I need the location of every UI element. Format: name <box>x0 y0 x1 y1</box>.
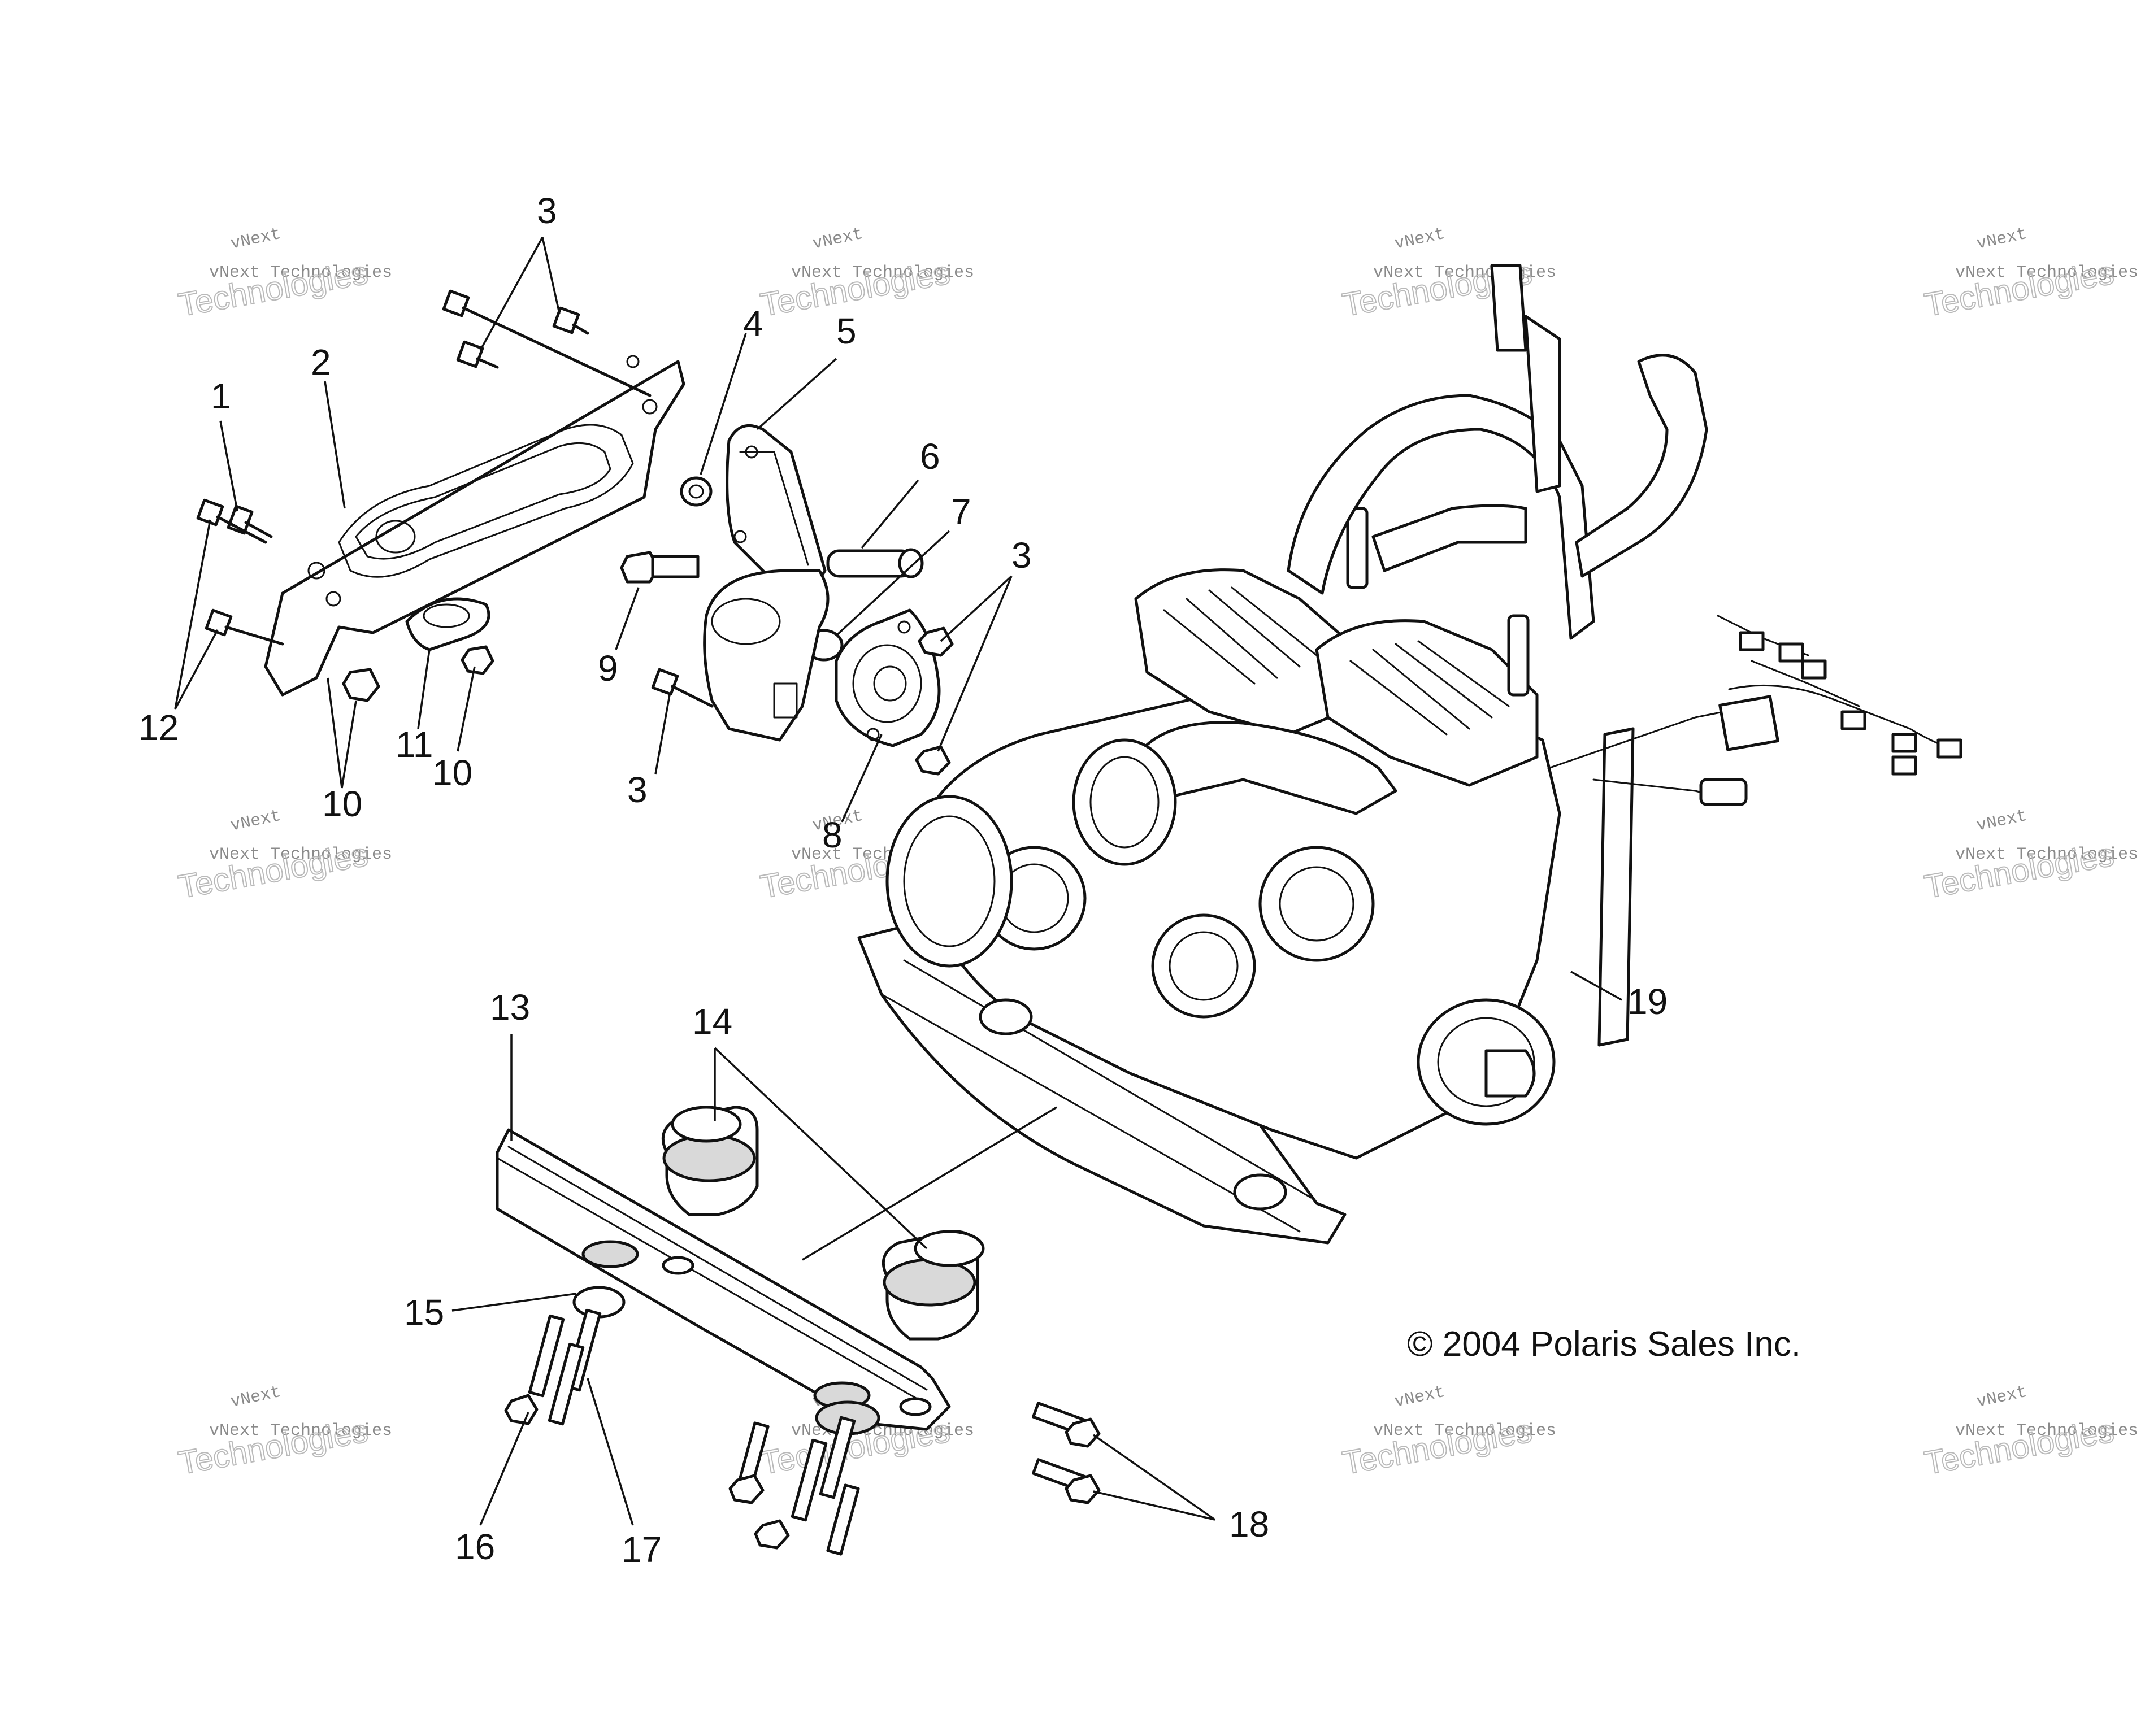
svg-text:vNext: vNext <box>1393 225 1447 254</box>
rubber-mounts-14 <box>661 1106 985 1341</box>
callout-19: 19 <box>1627 981 1668 1022</box>
svg-text:vNext: vNext <box>1393 1383 1447 1412</box>
bolts-3-top <box>442 289 652 397</box>
callout-3-right: 3 <box>1011 535 1032 576</box>
callout-5: 5 <box>836 311 857 351</box>
watermark-tile: vNext vNext Technologies Technologies <box>1339 1383 1556 1482</box>
svg-text:vNext: vNext <box>229 807 283 836</box>
watermark-tile: vNext vNext Technologies Technologies <box>175 1383 392 1482</box>
copyright-notice: © 2004 Polaris Sales Inc. <box>1407 1325 1801 1364</box>
pin-6 <box>826 548 924 578</box>
svg-text:vNext Technologies: vNext Technologies <box>1955 1421 2138 1441</box>
svg-text:vNext: vNext <box>811 225 865 254</box>
spacer-4 <box>680 476 713 507</box>
callout-8: 8 <box>822 815 843 855</box>
callout-18: 18 <box>1229 1504 1269 1544</box>
svg-text:vNext: vNext <box>1975 807 2029 836</box>
svg-text:vNext Technologies: vNext Technologies <box>791 263 974 282</box>
watermark-tile: vNext vNext Technologies Technologies <box>1921 1383 2138 1482</box>
callout-15: 15 <box>404 1292 444 1333</box>
bolts-12 <box>196 498 284 646</box>
svg-text:vNext Technologies: vNext Technologies <box>209 1421 392 1441</box>
callout-7: 7 <box>951 491 971 532</box>
clamp-11 <box>405 597 490 651</box>
nuts-3-right <box>915 626 954 776</box>
callout-6: 6 <box>920 436 940 477</box>
rubber-mount-8 <box>835 608 941 747</box>
leader-lines <box>174 237 1622 1526</box>
svg-text:vNext Technologies: vNext Technologies <box>1955 263 2138 282</box>
callout-12: 12 <box>138 707 179 748</box>
callout-11: 11 <box>396 724 433 765</box>
svg-text:vNext: vNext <box>1975 225 2029 254</box>
watermark-tile: vNext vNext Technologies Technologies <box>1921 225 2138 324</box>
bolts-18 <box>728 1400 1101 1556</box>
callout-17: 17 <box>622 1529 662 1570</box>
nuts-10 <box>342 645 494 702</box>
callout-labels: 1 2 3 3 3 4 5 6 7 8 9 10 10 11 12 13 14 … <box>138 190 1668 1570</box>
watermark-tile: vNext vNext Technologies Technologies <box>175 225 392 324</box>
bolt-9 <box>620 551 700 584</box>
callout-9: 9 <box>598 648 618 689</box>
callout-3-top: 3 <box>537 190 557 231</box>
svg-text:vNext Technologies: vNext Technologies <box>209 845 392 864</box>
bolt-1 <box>227 504 273 538</box>
callout-4: 4 <box>743 303 763 344</box>
svg-text:vNext: vNext <box>229 1383 283 1412</box>
svg-text:vNext Technologies: vNext Technologies <box>1373 263 1556 282</box>
callout-16: 16 <box>455 1526 495 1567</box>
callout-13: 13 <box>490 987 530 1028</box>
svg-text:vNext Technologies: vNext Technologies <box>209 263 392 282</box>
callout-3-lower: 3 <box>627 769 648 810</box>
svg-text:vNext: vNext <box>1975 1383 2029 1412</box>
mount-housing <box>703 569 830 742</box>
svg-text:vNext: vNext <box>229 225 283 254</box>
callout-10-b: 10 <box>432 752 472 793</box>
watermark-tile: vNext vNext Technologies Technologies <box>1921 807 2138 906</box>
bolts-16-17 <box>504 1308 602 1426</box>
svg-text:vNext Technologies: vNext Technologies <box>1955 845 2138 864</box>
engine-assembly-19 <box>857 264 1962 1245</box>
bolt-3-lower <box>651 668 714 708</box>
callout-10-a: 10 <box>322 784 362 824</box>
svg-text:vNext Technologies: vNext Technologies <box>1373 1421 1556 1441</box>
callout-2: 2 <box>311 342 331 382</box>
watermark-tile: vNext vNext Technologies Technologies <box>757 225 974 324</box>
callout-14: 14 <box>692 1001 732 1042</box>
front-mount-plate <box>264 355 685 697</box>
callout-1: 1 <box>211 376 231 416</box>
